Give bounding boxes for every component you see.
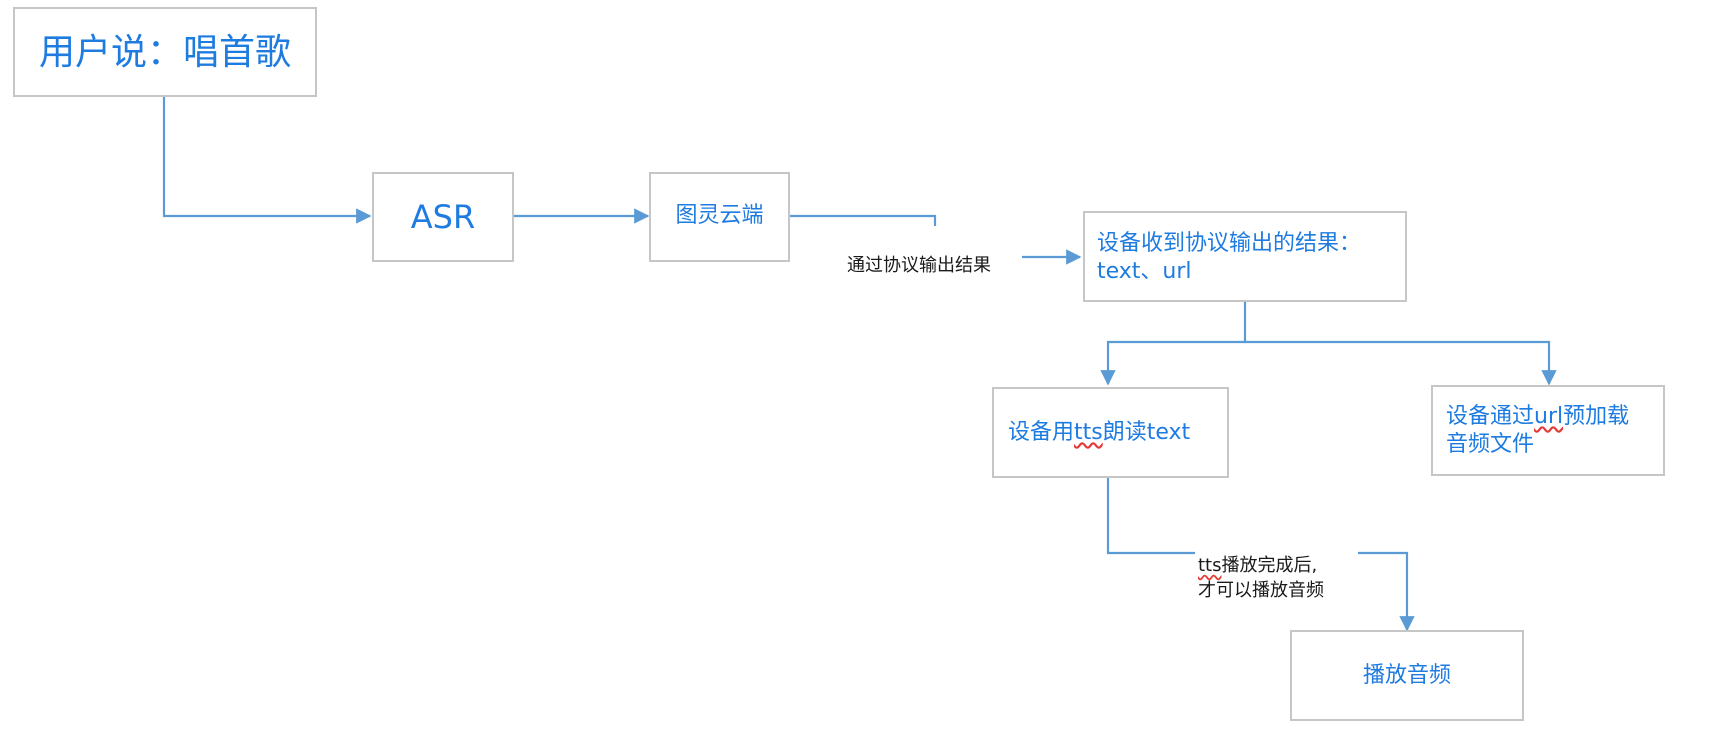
node-device-tts-prefix: 设备用	[1008, 419, 1075, 445]
node-play-audio: 播放音频	[1290, 630, 1524, 721]
node-device-receives-label: 设备收到协议输出的结果： text、url	[1097, 231, 1362, 284]
edge-label-after-tts-text: tts播放完成后, 才可以播放音频	[1198, 555, 1324, 600]
connector-device-split	[1100, 300, 1247, 386]
node-device-tts-label: 设备用tts朗读text	[1008, 419, 1190, 447]
connector-device-to-preload	[1245, 340, 1557, 386]
connector-cloud-to-device	[789, 214, 937, 226]
node-user-says-label: 用户说：唱首歌	[38, 31, 291, 73]
node-device-preload-prefix: 设备通过	[1446, 404, 1535, 429]
edge-label-after-tts-rest: 播放完成后, 才可以播放音频	[1198, 555, 1324, 601]
node-device-preload: 设备通过url预加载 音频文件	[1431, 385, 1665, 476]
node-device-preload-label: 设备通过url预加载 音频文件	[1446, 403, 1629, 458]
node-device-preload-word: url	[1534, 404, 1564, 429]
node-device-tts-word: tts	[1074, 419, 1103, 445]
edge-label-protocol-output-text: 通过协议输出结果	[847, 255, 991, 277]
node-turing-cloud: 图灵云端	[649, 172, 790, 262]
node-device-receives: 设备收到协议输出的结果： text、url	[1083, 211, 1407, 302]
node-play-audio-label: 播放音频	[1362, 662, 1451, 688]
connector-label-to-play	[1358, 551, 1415, 632]
edge-label-protocol-output: 通过协议输出结果	[845, 230, 993, 279]
edge-label-after-tts-word: tts	[1198, 555, 1222, 577]
node-turing-cloud-label: 图灵云端	[675, 203, 764, 228]
connector-tts-to-label	[1106, 478, 1195, 555]
node-device-tts-suffix: 朗读text	[1102, 419, 1191, 445]
node-device-preload-suffix: 预加载 音频文件	[1446, 404, 1630, 457]
node-asr-label: ASR	[410, 198, 476, 236]
node-device-tts: 设备用tts朗读text	[992, 387, 1229, 478]
edge-label-after-tts: tts播放完成后, 才可以播放音频	[1195, 530, 1327, 603]
node-asr: ASR	[372, 172, 514, 262]
connector-user-to-asr	[162, 96, 372, 224]
node-user-says: 用户说：唱首歌	[13, 7, 317, 97]
